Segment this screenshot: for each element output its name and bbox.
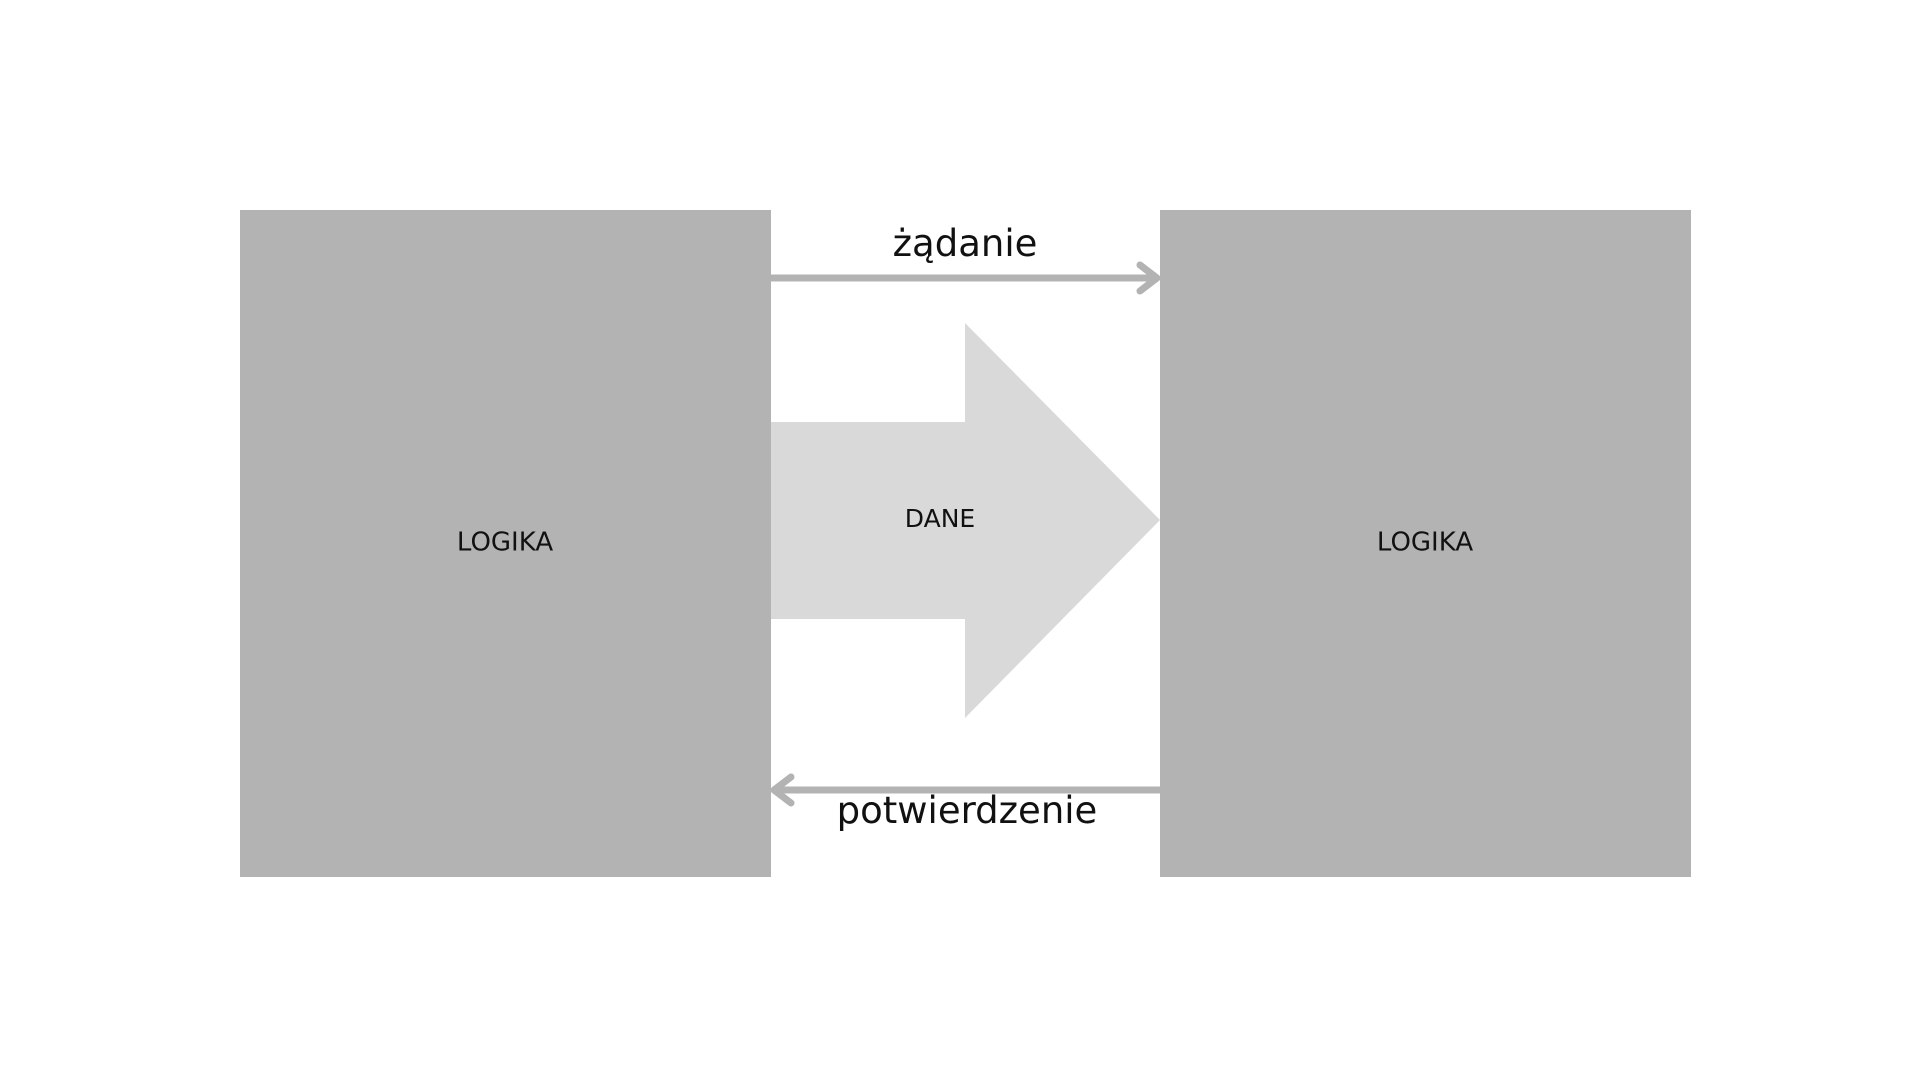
data-arrow-label: DANE [905, 504, 975, 533]
left-logic-box [240, 210, 771, 877]
right-logic-box [1160, 210, 1691, 877]
ack-arrow-label: potwierdzenie [837, 789, 1098, 832]
left-logic-box-label: LOGIKA [457, 528, 553, 558]
request-arrow-label: żądanie [893, 222, 1038, 265]
data-arrow [771, 323, 1160, 718]
right-logic-box-label: LOGIKA [1377, 528, 1473, 558]
ack-arrow-head [770, 773, 795, 807]
request-arrow-head [1136, 261, 1161, 295]
